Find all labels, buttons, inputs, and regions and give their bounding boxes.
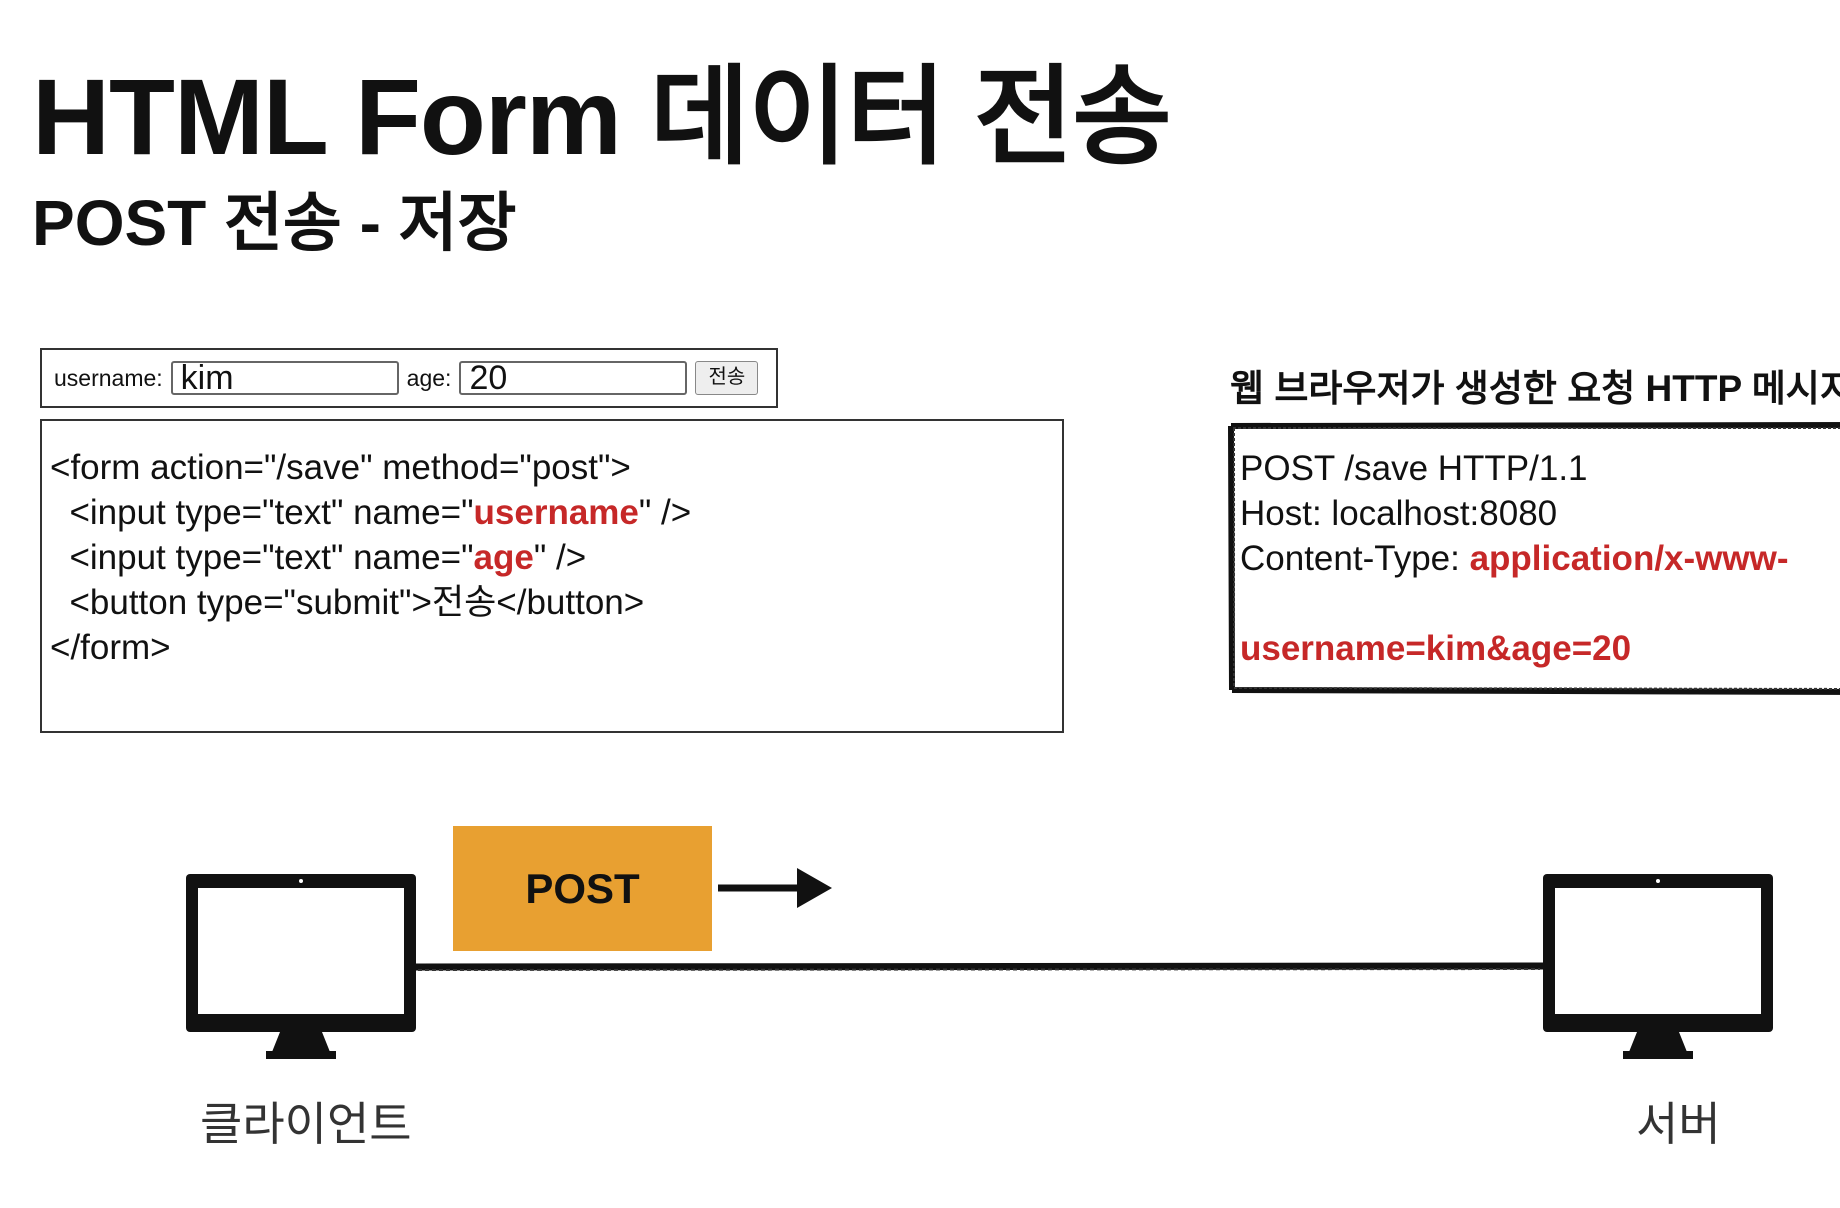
http-content-type-line: Content-Type: application/x-www- [1240, 536, 1840, 581]
code-text: <input type="text" name=" [50, 493, 474, 532]
arrow-right-icon [718, 868, 832, 908]
http-host-line: Host: localhost:8080 [1240, 494, 1558, 533]
code-line-username-input: <input type="text" name="username" /> [50, 490, 1062, 535]
server-label: 서버 [1636, 1098, 1721, 1150]
submit-button[interactable]: 전송 [695, 361, 759, 395]
code-text: " /> [533, 538, 587, 577]
server-monitor-icon [1543, 874, 1773, 1059]
client-label: 클라이언트 [200, 1098, 412, 1150]
http-message-box: POST /save HTTP/1.1 Host: localhost:8080… [1228, 422, 1840, 692]
code-line-form-close: </form> [50, 628, 171, 667]
http-message-frame [1228, 422, 1840, 695]
username-input[interactable]: kim [170, 361, 399, 395]
http-body-line: username=kim&age=20 [1240, 629, 1632, 668]
code-highlight-username: username [473, 493, 639, 532]
code-text: <input type="text" name=" [50, 538, 474, 577]
age-input[interactable]: 20 [459, 361, 688, 395]
code-line-age-input: <input type="text" name="age" /> [50, 535, 1062, 580]
page-title: HTML Form 데이터 전송 [32, 56, 1172, 177]
code-highlight-age: age [473, 538, 534, 577]
html-code-box: <form action="/save" method="post"> <inp… [40, 419, 1064, 733]
connection-line [415, 962, 1544, 971]
age-label: age: [406, 364, 452, 391]
http-request-line: POST /save HTTP/1.1 [1240, 449, 1588, 488]
username-label: username: [54, 364, 163, 391]
code-line-button: <button type="submit">전송</button> [50, 583, 645, 622]
post-method-box: POST [453, 826, 712, 951]
content-type-value: application/x-www- [1469, 539, 1789, 578]
content-type-label: Content-Type: [1240, 539, 1470, 578]
code-line-form-open: <form action="/save" method="post"> [50, 448, 631, 487]
rendered-form-preview: username: kim age: 20 전송 [40, 348, 778, 408]
page-subtitle: POST 전송 - 저장 [32, 187, 517, 259]
http-message-heading: 웹 브라우저가 생성한 요청 HTTP 메시지 [1230, 368, 1840, 409]
client-monitor-icon [186, 874, 416, 1059]
code-text: " /> [638, 493, 692, 532]
